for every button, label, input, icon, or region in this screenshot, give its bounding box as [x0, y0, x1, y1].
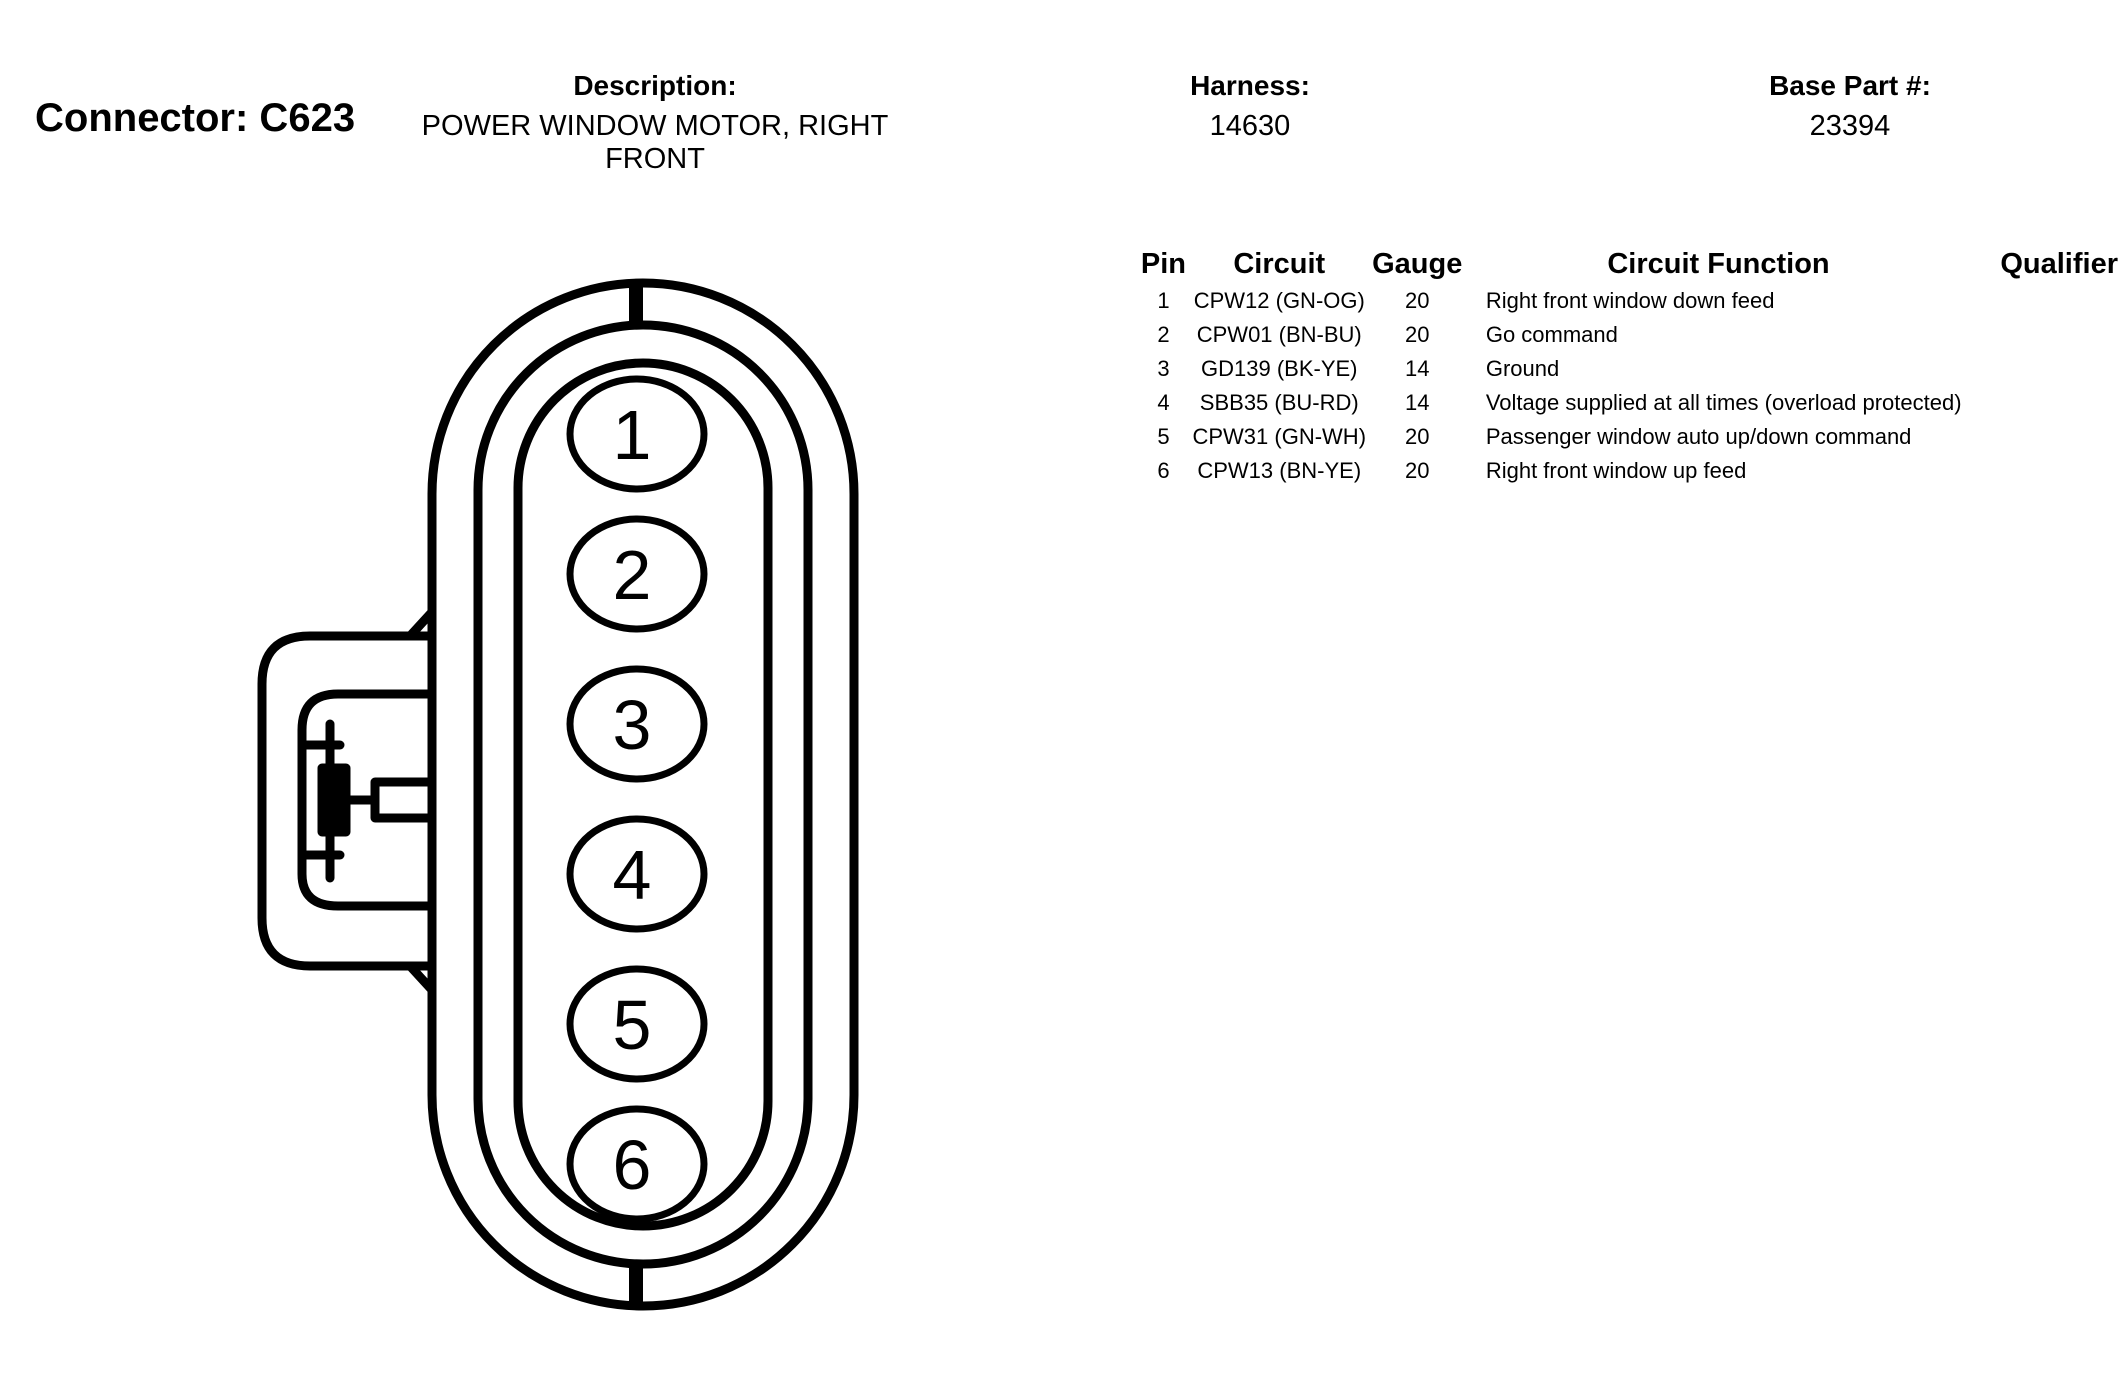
pin-cell: 6	[1157, 458, 1170, 483]
gauge-cell: 14	[1404, 390, 1430, 415]
pin-1-label: 1	[613, 396, 652, 474]
circuit-cell: CPW12 (GN-OG)	[1193, 288, 1365, 313]
connector-housing-inner	[513, 358, 773, 1231]
gauge-cell: 20	[1404, 424, 1430, 449]
base-part-label: Base Part #:	[1769, 70, 1931, 101]
pin-cell: 4	[1157, 390, 1170, 415]
gauge-cell: 20	[1404, 322, 1430, 347]
table-row: 6 CPW13 (BN-YE) 20 Right front window up…	[1138, 454, 2118, 488]
locking-tab-finger	[370, 777, 437, 823]
pin-5-label: 5	[613, 986, 652, 1064]
gauge-cell: 20	[1404, 288, 1430, 313]
circuit-function-cell: Right front window up feed	[1485, 458, 1747, 483]
circuit-function-cell: Go command	[1485, 322, 1618, 347]
table-row: 2 CPW01 (BN-BU) 20 Go command	[1138, 318, 2118, 352]
pin-3-cavity	[566, 665, 708, 783]
harness-label: Harness:	[1190, 70, 1310, 101]
circuit-function-cell: Voltage supplied at all times (overload …	[1485, 390, 1962, 415]
pin-4-label: 4	[613, 836, 652, 914]
pin-column-header: Pin	[1140, 247, 1187, 280]
description-label: Description:	[573, 70, 737, 101]
table-row: 4 SBB35 (BU-RD) 14 Voltage supplied at a…	[1138, 386, 2118, 420]
circuit-function-cell: Passenger window auto up/down command	[1485, 424, 1912, 449]
pin-cell: 2	[1157, 322, 1170, 347]
gauge-column-header: Gauge	[1372, 247, 1463, 280]
table-row: 3 GD139 (BK-YE) 14 Ground	[1138, 352, 2118, 386]
circuit-cell: CPW01 (BN-BU)	[1196, 322, 1362, 347]
harness-value: 14630	[1209, 110, 1291, 142]
pin-5-cavity	[566, 965, 708, 1083]
qualifier-column-header: Qualifier	[2000, 247, 2118, 280]
table-row: 5 CPW31 (GN-WH) 20 Passenger window auto…	[1138, 420, 2118, 454]
base-part-value: 23394	[1809, 110, 1891, 142]
circuit-cell: SBB35 (BU-RD)	[1199, 390, 1359, 415]
circuit-column-header: Circuit	[1233, 247, 1326, 280]
circuit-function-cell: Ground	[1485, 356, 1560, 381]
pin-4-cavity	[566, 815, 708, 933]
pin-cell: 1	[1157, 288, 1170, 313]
harness-block: Harness: 14630	[1150, 68, 1350, 143]
keyway-top	[629, 280, 643, 328]
circuit-cell: CPW31 (GN-WH)	[1192, 424, 1367, 449]
pin-cell: 5	[1157, 424, 1170, 449]
pin-1-cavity	[566, 375, 708, 493]
pin-3-label: 3	[613, 686, 652, 764]
circuit-cell: CPW13 (BN-YE)	[1197, 458, 1362, 483]
base-part-block: Base Part #: 23394	[1730, 68, 1970, 143]
pin-6-label: 6	[613, 1126, 652, 1204]
circuit-function-column-header: Circuit Function	[1607, 247, 1830, 280]
table-row: 1 CPW12 (GN-OG) 20 Right front window do…	[1138, 284, 2118, 318]
pin-6-cavity	[566, 1105, 708, 1223]
locking-tab-bracket	[297, 689, 437, 911]
keyway-bottom	[629, 1262, 643, 1310]
description-block: Description: POWER WINDOW MOTOR, RIGHT F…	[405, 68, 905, 176]
pin-2-cavity	[566, 515, 708, 633]
circuit-function-cell: Right front window down feed	[1485, 288, 1775, 313]
gauge-cell: 20	[1404, 458, 1430, 483]
pin-table: Pin Circuit Gauge Circuit Function Quali…	[1138, 244, 2118, 488]
pin-cell: 3	[1157, 356, 1170, 381]
pin-table-header-row: Pin Circuit Gauge Circuit Function Quali…	[1138, 244, 2118, 284]
pin-2-label: 2	[613, 536, 652, 614]
gauge-cell: 14	[1404, 356, 1430, 381]
connector-title: Connector: C623	[35, 96, 356, 140]
description-value: POWER WINDOW MOTOR, RIGHT FRONT	[421, 110, 889, 175]
locking-tab-outline	[257, 631, 437, 971]
circuit-cell: GD139 (BK-YE)	[1201, 356, 1358, 381]
